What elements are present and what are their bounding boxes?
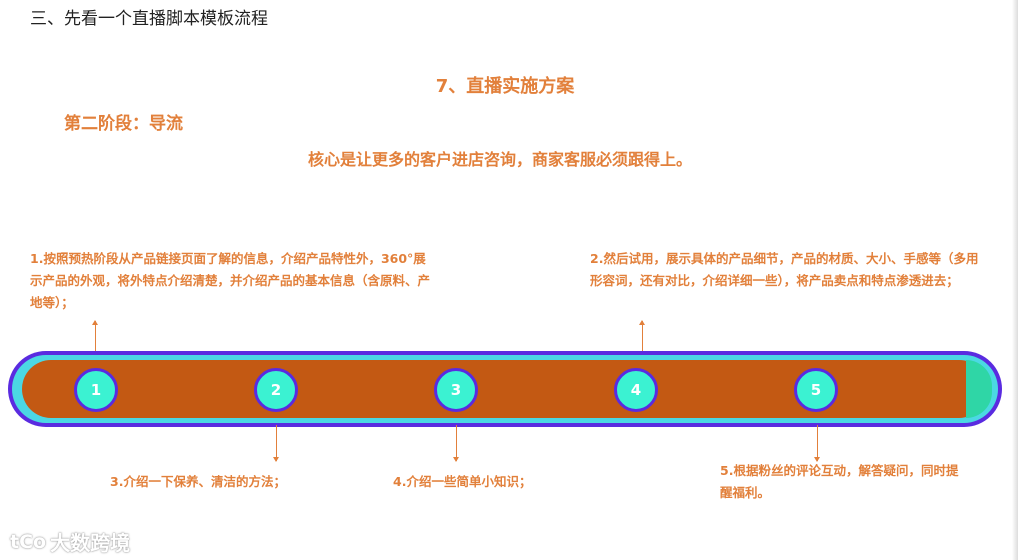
arrow-up-step-2 — [639, 320, 645, 353]
arrow-down-step-5 — [814, 425, 820, 462]
timeline-node-4: 4 — [614, 368, 658, 412]
timeline-node-2: 2 — [254, 368, 298, 412]
timeline-node-3: 3 — [434, 368, 478, 412]
arrow-down-step-4 — [453, 425, 459, 462]
stage-label: 第二阶段：导流 — [64, 114, 183, 134]
arrow-down-step-3 — [273, 425, 279, 462]
timeline-bar: 1 2 3 4 5 — [8, 351, 1002, 427]
timeline-body — [22, 360, 988, 418]
page-edge — [1012, 0, 1018, 560]
timeline-node-1: 1 — [74, 368, 118, 412]
watermark: tCo 大数跨境 — [10, 527, 130, 556]
arrow-up-step-1 — [92, 320, 98, 353]
watermark-logo-icon: tCo — [10, 530, 47, 553]
step-5-note: 5.根据粉丝的评论互动，解答疑问，同时提醒福利。 — [720, 463, 959, 500]
section-heading: 三、先看一个直播脚本模板流程 — [30, 9, 268, 29]
slide-title: 7、直播实施方案 — [435, 76, 575, 97]
timeline-node-5: 5 — [794, 368, 838, 412]
step-3-note: 3.介绍一下保养、清洁的方法； — [110, 474, 286, 489]
watermark-text: 大数跨境 — [50, 531, 131, 555]
core-statement: 核心是让更多的客户进店咨询，商家客服必须跟得上。 — [307, 150, 692, 169]
step-1-note: 1.按照预热阶段从产品链接页面了解的信息，介绍产品特性外，360°展示产品的外观… — [30, 251, 431, 310]
step-2-note: 2.然后试用，展示具体的产品细节，产品的材质、大小、手感等（多用形容词，还有对比… — [590, 251, 979, 288]
step-4-note: 4.介绍一些简单小知识； — [393, 474, 532, 489]
